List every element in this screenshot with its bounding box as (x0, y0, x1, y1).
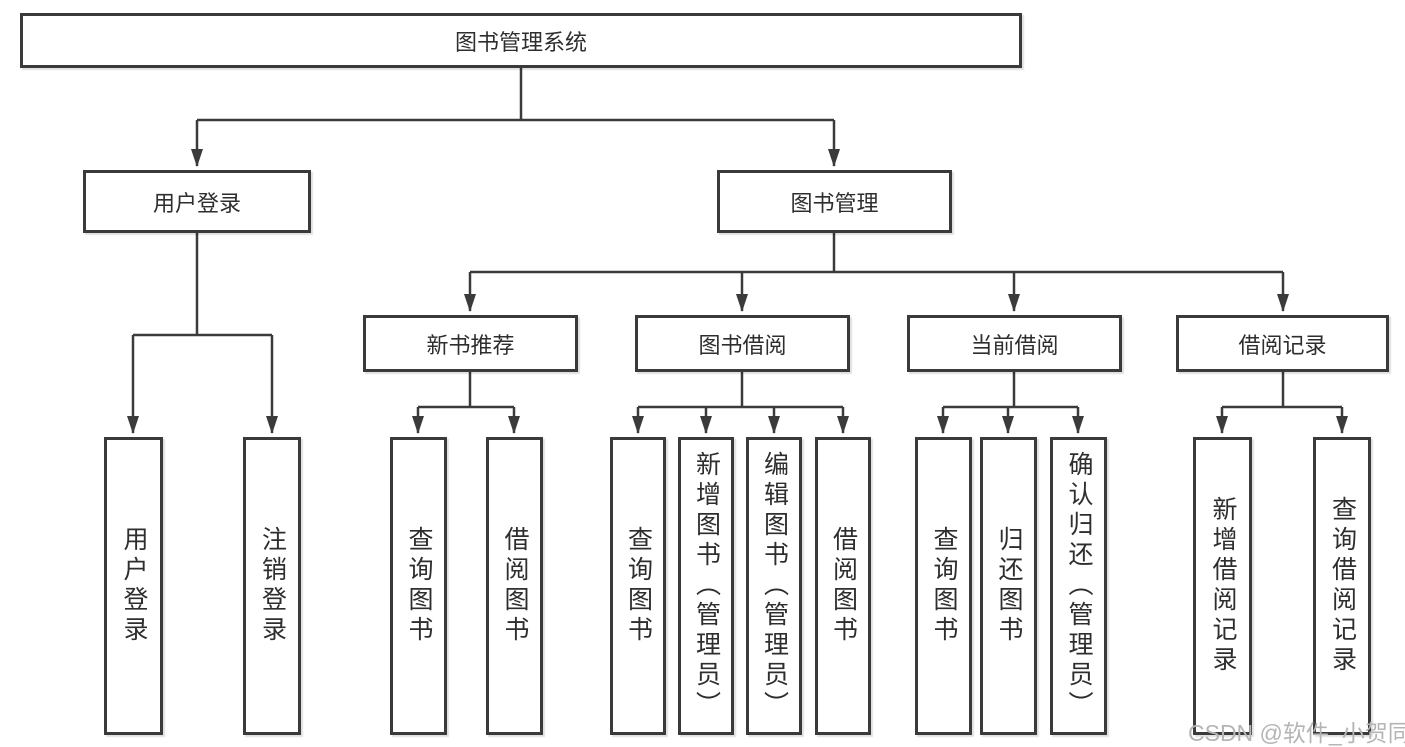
leaf-label: 借阅图书 (829, 526, 858, 646)
leaf-borrow-book: 借阅图书 (815, 437, 871, 735)
node-root-system: 图书管理系统 (20, 13, 1022, 68)
leaf-confirm-return-admin: 确认归还（管理员） (1050, 437, 1107, 735)
leaf-label: 新增图书（管理员） (692, 451, 721, 721)
node-new-book-recommend: 新书推荐 (363, 315, 578, 372)
node-book-borrow: 图书借阅 (635, 315, 850, 372)
leaf-borrow-book-recommend: 借阅图书 (486, 437, 543, 735)
leaf-query-book-current: 查询图书 (915, 437, 972, 735)
node-book-management: 图书管理 (717, 170, 952, 233)
leaf-return-book: 归还图书 (980, 437, 1037, 735)
csdn-watermark: CSDN @软件_小贺同学 (1188, 720, 1405, 746)
leaf-label: 查询图书 (405, 526, 433, 646)
leaf-label: 编辑图书（管理员） (760, 451, 789, 721)
leaf-label: 查询图书 (930, 526, 958, 646)
leaf-label: 借阅图书 (501, 526, 529, 646)
leaf-label: 归还图书 (995, 526, 1023, 646)
leaf-query-book-borrow: 查询图书 (610, 437, 666, 735)
leaf-edit-book-admin: 编辑图书（管理员） (746, 437, 802, 735)
leaf-add-book-admin: 新增图书（管理员） (678, 437, 734, 735)
node-borrow-record: 借阅记录 (1176, 315, 1389, 372)
leaf-label: 用户登录 (120, 526, 148, 646)
node-current-borrow: 当前借阅 (907, 315, 1122, 372)
leaf-query-borrow-record: 查询借阅记录 (1313, 437, 1371, 735)
leaf-label: 新增借阅记录 (1209, 496, 1237, 676)
leaf-label: 查询借阅记录 (1328, 496, 1357, 676)
leaf-label: 查询图书 (624, 526, 653, 646)
leaf-label: 确认归还（管理员） (1065, 451, 1093, 721)
leaf-label: 注销登录 (258, 526, 287, 646)
leaf-user-login: 用户登录 (104, 437, 163, 735)
leaf-add-borrow-record: 新增借阅记录 (1193, 437, 1252, 735)
leaf-logout: 注销登录 (243, 437, 301, 735)
leaf-query-book-recommend: 查询图书 (390, 437, 447, 735)
node-user-login: 用户登录 (83, 170, 311, 233)
